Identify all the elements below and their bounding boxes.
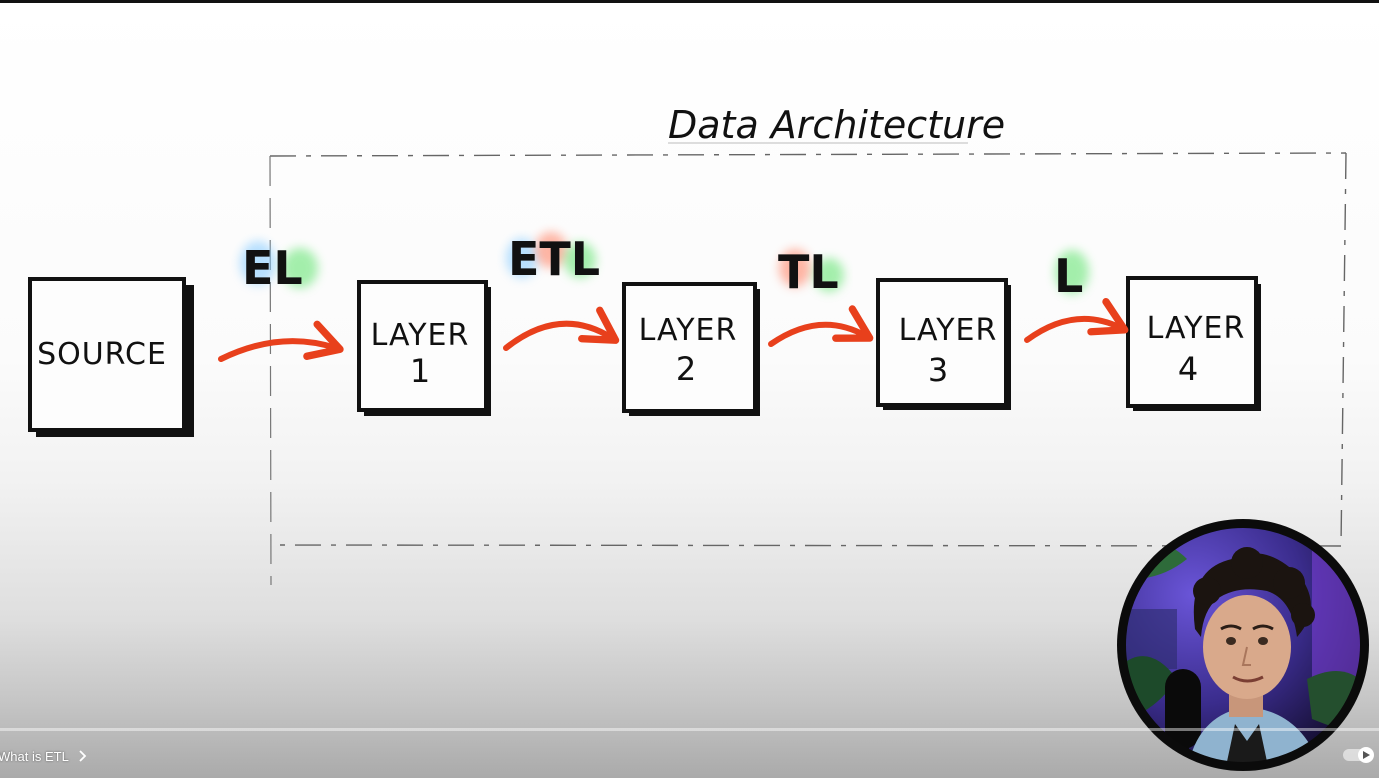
label-el-text: EL <box>242 241 303 295</box>
layer-2-label: LAYER <box>639 313 738 348</box>
label-l: L <box>1054 249 1089 303</box>
layer-4-box: LAYER 4 <box>1126 276 1261 411</box>
layer-1-number: 1 <box>410 352 430 390</box>
autoplay-toggle-icon[interactable] <box>1342 746 1376 764</box>
chevron-right-icon <box>75 749 89 763</box>
chapter-title: What is ETL <box>0 748 69 764</box>
arrow-layer2-to-layer3 <box>768 305 874 347</box>
layer-3-number: 3 <box>928 351 948 389</box>
player-controls <box>0 728 1379 778</box>
layer-3-label: LAYER <box>899 313 998 348</box>
layer-2-box: LAYER 2 <box>622 282 760 416</box>
layer-1-label: LAYER <box>371 318 470 353</box>
arrow-source-to-layer1 <box>218 320 344 362</box>
label-el: EL <box>240 241 318 295</box>
layer-4-number: 4 <box>1178 350 1198 388</box>
diagram-title: Data Architecture <box>668 103 1005 147</box>
top-border <box>0 0 1379 3</box>
source-label: SOURCE <box>37 337 167 372</box>
label-tl-text: TL <box>778 245 839 299</box>
label-etl-text: ETL <box>508 232 600 286</box>
layer-1-box: LAYER 1 <box>357 280 491 416</box>
presenter-webcam <box>1117 519 1369 771</box>
layer-2-number: 2 <box>676 350 696 388</box>
layer-3-box: LAYER 3 <box>876 278 1011 410</box>
layer-4-label: LAYER <box>1147 311 1246 346</box>
label-tl: TL <box>778 245 844 299</box>
arrow-layer3-to-layer4 <box>1024 298 1129 343</box>
label-etl: ETL <box>506 232 600 286</box>
presenter-image <box>1118 520 1368 770</box>
progress-bar[interactable] <box>0 728 1379 731</box>
chapter-title-button[interactable]: What is ETL <box>0 744 89 768</box>
source-box: SOURCE <box>28 277 194 437</box>
label-l-text: L <box>1054 249 1083 303</box>
arrow-layer1-to-layer2 <box>503 306 620 351</box>
